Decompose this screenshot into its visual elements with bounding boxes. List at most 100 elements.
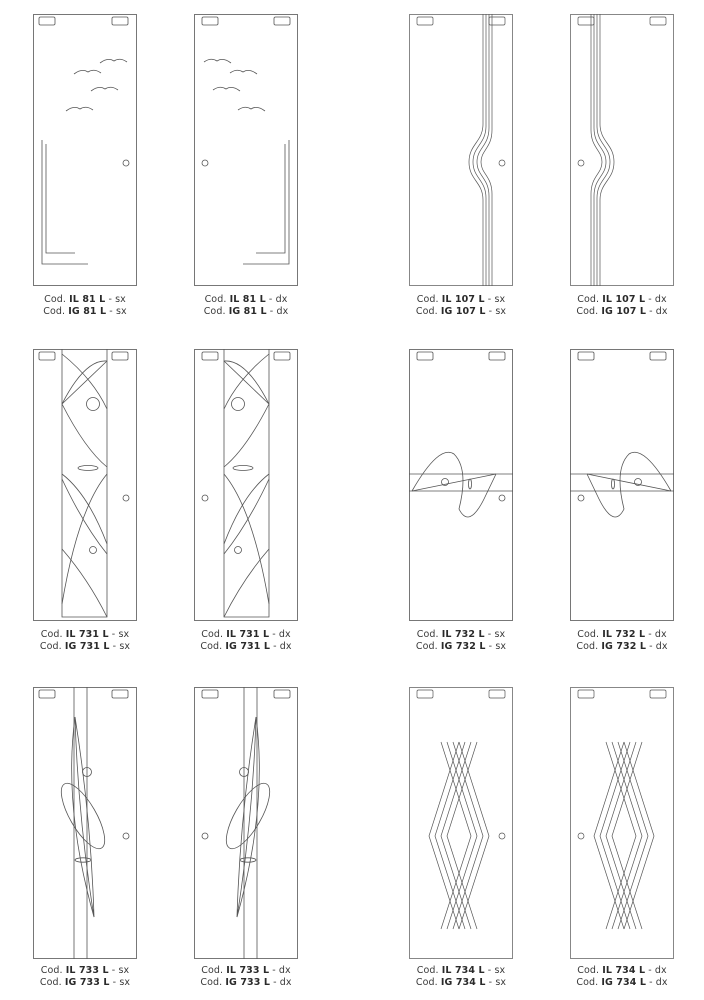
side-label: dx xyxy=(654,965,667,976)
door-il107-dx-svg xyxy=(570,14,674,286)
code-line: Cod. IL 733 L - sx xyxy=(40,965,130,976)
code-prefix: Cod. xyxy=(577,629,600,640)
side-label: sx xyxy=(118,965,130,976)
side-label: sx xyxy=(119,976,131,988)
side-label: sx xyxy=(115,294,126,305)
code-prefix: Cod. xyxy=(203,305,226,317)
code-il: IL 732 L xyxy=(441,629,485,640)
code-ig: IG 731 L xyxy=(225,640,271,652)
code-line: Cod. IG 107 L - sx xyxy=(415,305,507,317)
side-label: dx xyxy=(278,629,291,640)
door-drawing-il731-sx xyxy=(33,349,137,621)
door-drawing-il734-sx xyxy=(409,687,513,959)
door-drawing-il81-sx xyxy=(33,14,137,286)
code-line: Cod. IG 731 L - sx xyxy=(39,640,131,652)
code-il: IL 107 L xyxy=(602,294,646,305)
code-line: Cod. IG 733 L - dx xyxy=(200,976,292,988)
code-line: Cod. IL 81 L - sx xyxy=(44,294,126,305)
code-ig: IG 734 L xyxy=(601,976,647,988)
side-label: sx xyxy=(495,976,507,988)
code-prefix: Cod. xyxy=(44,294,67,305)
code-prefix: Cod. xyxy=(576,305,599,317)
side-label: sx xyxy=(495,640,507,652)
code-line: Cod. IL 734 L - sx xyxy=(416,965,506,976)
code-il: IL 81 L xyxy=(229,294,266,305)
code-line: Cod. IL 733 L - dx xyxy=(201,965,291,976)
code-line: Cod. IG 81 L - dx xyxy=(203,305,289,317)
code-il: IL 731 L xyxy=(65,629,109,640)
door-il732-dx-svg xyxy=(570,349,674,621)
code-line: Cod. IL 107 L - sx xyxy=(416,294,506,305)
side-label: dx xyxy=(655,305,668,317)
code-il: IL 107 L xyxy=(441,294,485,305)
code-ig: IG 81 L xyxy=(68,305,107,317)
code-prefix: Cod. xyxy=(415,976,438,988)
door-drawing-il733-sx xyxy=(33,687,137,959)
code-line: Cod. IL 107 L - dx xyxy=(577,294,667,305)
code-il: IL 731 L xyxy=(226,629,270,640)
code-prefix: Cod. xyxy=(40,629,63,640)
code-prefix: Cod. xyxy=(416,294,439,305)
code-il: IL 734 L xyxy=(441,965,485,976)
side-label: dx xyxy=(654,629,667,640)
code-ig: IG 731 L xyxy=(64,640,110,652)
door-il732-sx-svg xyxy=(409,349,513,621)
door-il81-sx-svg xyxy=(33,14,137,286)
door-il731-dx-svg xyxy=(194,349,298,621)
code-prefix: Cod. xyxy=(201,965,224,976)
door-caption: Cod. IL 734 L - sx Cod. IG 734 L - sx xyxy=(381,965,541,988)
code-line: Cod. IL 81 L - dx xyxy=(204,294,288,305)
code-ig: IG 81 L xyxy=(228,305,267,317)
code-line: Cod. IG 733 L - sx xyxy=(39,976,131,988)
code-prefix: Cod. xyxy=(204,294,227,305)
code-line: Cod. IG 734 L - dx xyxy=(576,976,668,988)
side-label: sx xyxy=(494,965,506,976)
side-label: dx xyxy=(655,976,668,988)
code-line: Cod. IG 81 L - sx xyxy=(43,305,127,317)
side-label: sx xyxy=(115,305,127,317)
side-label: dx xyxy=(278,965,291,976)
code-prefix: Cod. xyxy=(39,976,62,988)
door-caption: Cod. IL 731 L - dx Cod. IG 731 L - dx xyxy=(166,629,326,652)
code-prefix: Cod. xyxy=(43,305,66,317)
door-caption: Cod. IL 81 L - sx Cod. IG 81 L - sx xyxy=(5,294,165,317)
code-prefix: Cod. xyxy=(200,976,223,988)
side-label: sx xyxy=(495,305,507,317)
code-line: Cod. IG 732 L - sx xyxy=(415,640,507,652)
code-line: Cod. IG 734 L - sx xyxy=(415,976,507,988)
code-prefix: Cod. xyxy=(416,965,439,976)
door-caption: Cod. IL 733 L - sx Cod. IG 733 L - sx xyxy=(5,965,165,988)
code-line: Cod. IG 732 L - dx xyxy=(576,640,668,652)
door-drawing-il81-dx xyxy=(194,14,298,286)
door-caption: Cod. IL 732 L - sx Cod. IG 732 L - sx xyxy=(381,629,541,652)
door-caption: Cod. IL 81 L - dx Cod. IG 81 L - dx xyxy=(166,294,326,317)
side-label: dx xyxy=(654,294,667,305)
side-label: dx xyxy=(276,305,289,317)
side-label: dx xyxy=(655,640,668,652)
side-label: sx xyxy=(118,629,130,640)
door-caption: Cod. IL 107 L - sx Cod. IG 107 L - sx xyxy=(381,294,541,317)
code-prefix: Cod. xyxy=(201,629,224,640)
door-il81-dx-svg xyxy=(194,14,298,286)
side-label: sx xyxy=(119,640,131,652)
code-line: Cod. IL 732 L - dx xyxy=(577,629,667,640)
door-il734-sx-svg xyxy=(409,687,513,959)
side-label: dx xyxy=(275,294,288,305)
code-ig: IG 732 L xyxy=(440,640,486,652)
door-il733-dx-svg xyxy=(194,687,298,959)
code-prefix: Cod. xyxy=(577,965,600,976)
code-prefix: Cod. xyxy=(39,640,62,652)
code-line: Cod. IL 731 L - dx xyxy=(201,629,291,640)
door-il733-sx-svg xyxy=(33,687,137,959)
code-prefix: Cod. xyxy=(577,294,600,305)
code-ig: IG 107 L xyxy=(440,305,486,317)
door-drawing-il732-sx xyxy=(409,349,513,621)
door-il107-sx-svg xyxy=(409,14,513,286)
code-line: Cod. IG 107 L - dx xyxy=(576,305,668,317)
code-line: Cod. IL 734 L - dx xyxy=(577,965,667,976)
code-line: Cod. IG 731 L - dx xyxy=(200,640,292,652)
code-il: IL 81 L xyxy=(69,294,106,305)
code-prefix: Cod. xyxy=(40,965,63,976)
code-prefix: Cod. xyxy=(576,640,599,652)
door-caption: Cod. IL 733 L - dx Cod. IG 733 L - dx xyxy=(166,965,326,988)
